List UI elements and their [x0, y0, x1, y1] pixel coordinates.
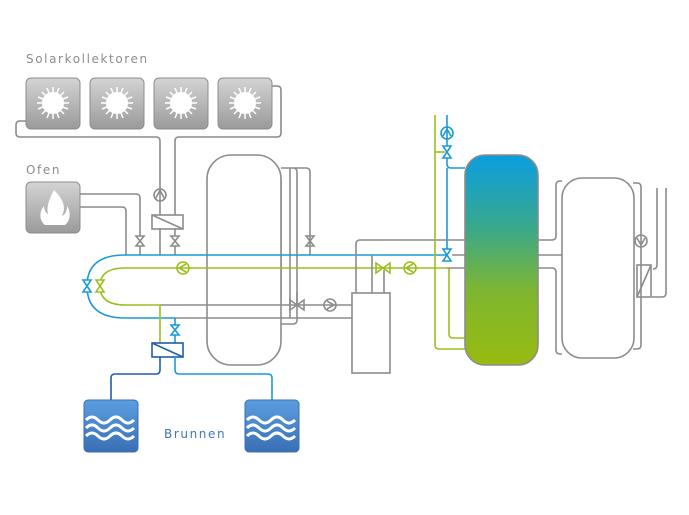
wells-label: Brunnen: [164, 427, 227, 441]
solar-pump-icon: [153, 188, 167, 202]
oven-pipes: [80, 193, 141, 255]
mixing-valve-grey: [289, 292, 305, 312]
pump-blue-icon: [440, 126, 454, 140]
oven-box: [25, 181, 81, 234]
solar-loop-pipes: [15, 85, 282, 255]
solar-panel-4: [217, 77, 273, 130]
well-1: [83, 399, 139, 453]
circulation-pump-green-2-icon: [403, 261, 417, 275]
solar-panel-1: [25, 77, 81, 130]
solar-collectors-label: Solarkollektoren: [26, 52, 149, 66]
buffer-tank-left: [206, 154, 282, 366]
well-heat-exchanger: [151, 342, 184, 358]
valve-blue-mid: [441, 248, 453, 262]
solar-panel-2: [89, 77, 145, 130]
well-2: [244, 399, 300, 453]
solar-panels: [25, 77, 273, 130]
bypass-valve-blue: [81, 279, 93, 293]
valve-blue-top: [441, 145, 453, 159]
oven-label: Ofen: [26, 163, 62, 177]
heat-exchanger-right: [636, 264, 652, 298]
solar-heat-exchanger: [151, 214, 184, 230]
green-bend: [99, 267, 160, 306]
storage-tank-gradient: [464, 154, 539, 366]
valves-top: [134, 235, 316, 247]
pump-right-icon: [634, 234, 648, 248]
well-valve-blue: [169, 324, 181, 336]
solar-panel-3: [153, 77, 209, 130]
mixing-valve-green: [375, 261, 391, 275]
circulation-pump-green-icon: [176, 261, 190, 275]
pump-grey-icon: [323, 298, 337, 312]
heat-pump-unit: [351, 292, 391, 374]
bypass-valve-green: [94, 279, 106, 293]
hot-water-tank-right: [561, 177, 635, 359]
flame-icon: [40, 190, 70, 225]
